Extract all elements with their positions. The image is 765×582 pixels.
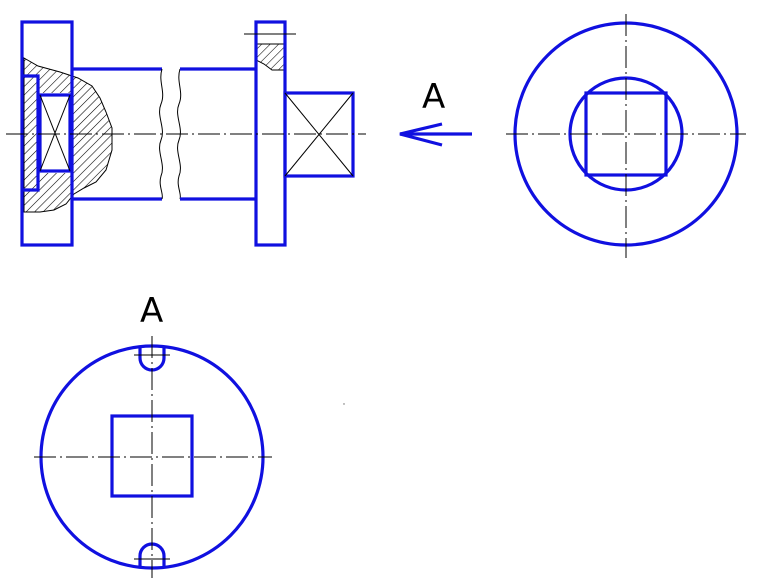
stray-dot bbox=[343, 403, 345, 405]
break-line-right bbox=[177, 68, 182, 200]
left-bearing bbox=[38, 93, 72, 173]
side-view bbox=[506, 14, 746, 258]
view-a: A bbox=[34, 291, 272, 578]
view-a-title: A bbox=[140, 291, 163, 331]
bearing-pocket bbox=[38, 93, 70, 173]
view-arrow-label: A bbox=[422, 77, 445, 117]
section-hatch-right bbox=[255, 43, 285, 71]
left-pocket-step bbox=[22, 74, 40, 192]
view-direction-arrow: A bbox=[399, 77, 472, 147]
front-view bbox=[6, 20, 366, 247]
break-line-left bbox=[159, 68, 164, 200]
